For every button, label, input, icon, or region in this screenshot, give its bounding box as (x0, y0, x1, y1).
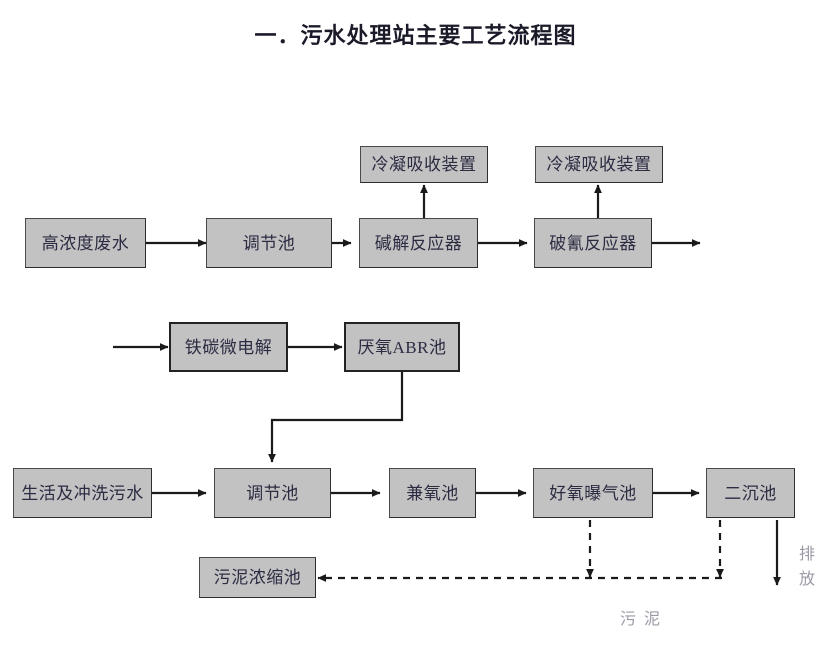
node-label: 冷凝吸收装置 (371, 155, 477, 174)
node-secondary-sedimentation-tank[interactable]: 二沉池 (706, 468, 795, 518)
label-sludge: 污 泥 (620, 611, 663, 628)
node-label: 铁碳微电解 (184, 337, 273, 357)
node-alkaline-hydrolysis-reactor[interactable]: 碱解反应器 (359, 218, 478, 268)
node-label: 调节池 (246, 483, 299, 503)
node-regulating-tank-2[interactable]: 调节池 (214, 468, 331, 518)
node-label: 碱解反应器 (374, 233, 463, 253)
label-discharge-line2: 放 (798, 570, 815, 588)
node-label: 好氧曝气池 (549, 483, 637, 503)
node-anaerobic-abr-tank[interactable]: 厌氧ABR池 (344, 322, 460, 372)
node-label: 污泥浓缩池 (213, 568, 302, 587)
page-title: 一．污水处理站主要工艺流程图 (254, 23, 577, 48)
node-facultative-tank[interactable]: 兼氧池 (389, 468, 476, 518)
label-discharge: 排 放 (798, 543, 816, 593)
node-label: 兼氧池 (406, 483, 459, 503)
node-high-concentration-wastewater[interactable]: 高浓度废水 (25, 218, 146, 268)
node-label: 调节池 (242, 233, 296, 253)
node-cyanide-breaking-reactor[interactable]: 破氰反应器 (534, 218, 652, 268)
node-iron-carbon-microelectrolysis[interactable]: 铁碳微电解 (169, 322, 288, 372)
node-label: 二沉池 (724, 483, 777, 503)
node-condensation-absorption-device-1[interactable]: 冷凝吸收装置 (360, 146, 488, 183)
node-label: 生活及冲洗污水 (21, 483, 144, 503)
node-domestic-and-washing-sewage[interactable]: 生活及冲洗污水 (13, 468, 152, 518)
node-label: 冷凝吸收装置 (546, 155, 652, 174)
label-discharge-line1: 排 (798, 546, 815, 563)
node-label: 破氰反应器 (549, 233, 637, 253)
node-regulating-tank-1[interactable]: 调节池 (206, 218, 332, 268)
node-label: 高浓度废水 (41, 233, 130, 253)
node-label: 厌氧ABR池 (357, 337, 447, 357)
node-aerobic-aeration-tank[interactable]: 好氧曝气池 (533, 468, 653, 518)
arrow-n8-n10 (268, 372, 404, 463)
node-condensation-absorption-device-2[interactable]: 冷凝吸收装置 (535, 146, 663, 183)
node-sludge-thickening-tank[interactable]: 污泥浓缩池 (199, 557, 316, 598)
